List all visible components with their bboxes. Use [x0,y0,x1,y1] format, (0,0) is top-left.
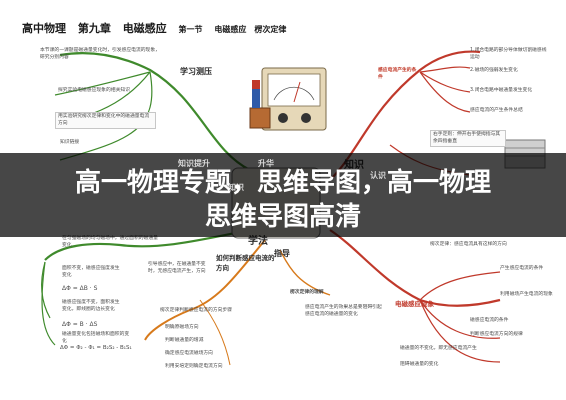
left-top-node-3: 知识链接 [60,140,80,145]
left-bottom-formula-1: ΔΦ = ΔB · S [62,285,98,292]
overlay-title: 高一物理专题，思维导图，高一物理 思维导图高清 [0,166,566,234]
left-bottom-formula-3: ΔΦ = Φ₂ - Φ₁ = B₂S₂ - B₁S₁ [60,345,132,351]
header-title: 电磁感应 [122,22,167,35]
right-bottom-node-4: 阻碍磁通量的变化 [400,362,439,367]
left-bottom-node-3: 磁感应强度不变，面积发生变化，即线圈的边长变化 [62,300,120,312]
header-section: 第一节 [178,25,203,34]
header-chapter: 第九章 [77,22,111,35]
left-bottom-node-2: 面积不变，磁感应强度发生变化 [62,266,120,278]
banner-left-label: 知识提升 [178,159,210,168]
center-bottom-node-1: 引导感应中，在磁通量不变时，无感应电流产生，方向 [148,262,206,274]
right-top-node-2: 2.磁场的强弱发生变化 [470,68,518,73]
center-bottom-node-2: 楞次定律判断感应电流的方向步骤 [160,308,232,313]
right-bottom-node-3: 磁通量的不变化，即无感应电流产生 [400,346,477,351]
branch-line-center-bottom [144,239,266,341]
right-bottom-node-2: 判断感应电流方向的规律 [470,332,523,337]
left-top-intro: 本节课的一课题是磁通量变化时，引发感应电流的现象，研究分别内容 [40,48,160,60]
right-middle-label: 电磁感应现象 [395,300,434,308]
overlay-title-line-2: 思维导图高清 [204,202,361,232]
left-bottom-node-4: 磁通量变化包括磁场和面积的变化 [62,332,130,344]
header-topic: 电磁感应 楞次定律 [214,25,287,34]
center-bottom-node-6: 利用安培定则确定电流方向 [165,364,223,369]
overlay-title-line-1: 高一物理专题，思维导图，高一物理 [74,168,491,198]
center-bottom-question: 如何判断感应电流的方向 [216,254,275,272]
center-bottom-node-3: 明确原磁场方向 [165,325,199,330]
branch-line-left-bottom [44,228,251,261]
right-bottom-node-1: 磁感应电流的条件 [470,318,509,323]
right-top-node-4: 感应电流的产生条件总结 [470,108,523,113]
banner-top-left-label: 升华 [258,159,274,168]
right-top-node-3: 3.闭合电路中磁通量发生变化 [470,88,533,93]
right-top-node-1: 1.闭合电路的部分导体做切割磁感线运动 [470,48,547,60]
left-top-node-2: 用实验研究楞次定律和变化中的磁通量电流方向 [55,112,156,129]
right-middle-node-1: 产生感应电流的条件 [500,266,544,271]
center-bottom-node-4: 判断磁通量的增减 [165,338,204,343]
banner-top-right-label: 知识 [228,183,244,192]
title-overlay-banner [0,153,566,237]
center-right-label: 指导 [274,249,290,258]
left-bottom-formula-2: ΔΦ = B · ΔS [62,321,98,328]
galvanometer-illustration [249,67,327,131]
banner-right-label: 认识 [370,171,386,180]
page-header: 高中物理 第九章 电磁感应 第一节 电磁感应 楞次定律 [22,20,362,36]
branch-line-right-middle [329,229,501,307]
right-middle-node-4: 楞次定律：感应电流具有这样的方向 [430,242,507,247]
center-bottom-node-5: 确定感应电流磁场方向 [165,351,213,356]
left-top-node-1: 探究实验电磁感应现象的相关知识 [58,88,130,93]
right-middle-node-2: 利用磁场产生电流的现象 [500,292,553,297]
branch-line-left-top [59,52,251,171]
center-bottom-law-label: 楞次定律的理解 [290,290,324,295]
left-top-branch-label: 学习测压 [180,67,212,76]
header-subject: 高中物理 [22,22,66,35]
right-middle-node-3: 右手定则：伸开右手使拇指与其余四指垂直 [430,130,506,147]
left-bottom-node-1: 在匀强磁场的均匀磁场中，通过面积的磁通量变化 [62,236,158,248]
center-left-label: 学法 [248,236,268,247]
right-top-question: 感应电流产生的条件 [378,68,417,80]
center-bottom-law-text: 感应电流产生的效果总是要阻碍引起感应电流的磁通量的变化 [305,305,382,317]
